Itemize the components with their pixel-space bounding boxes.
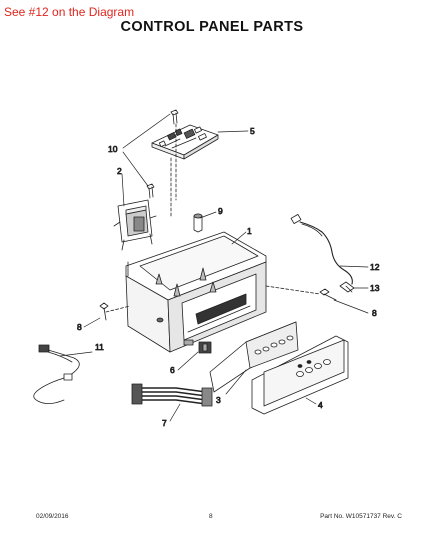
wire-harness-part xyxy=(131,383,213,407)
screw-part-left xyxy=(146,183,155,199)
callout-4: 4 xyxy=(318,400,323,410)
callout-5: 5 xyxy=(250,126,255,136)
diagram-reference-note: See #12 on the Diagram xyxy=(4,5,135,19)
control-board-part xyxy=(151,124,219,160)
sensor-wire-part xyxy=(33,344,80,404)
leader-lines xyxy=(59,113,369,422)
screw-part-right xyxy=(319,288,337,301)
callout-8-right: 8 xyxy=(372,308,377,318)
cord-part xyxy=(290,214,353,285)
callout-1: 1 xyxy=(247,226,252,236)
callout-10: 10 xyxy=(108,144,118,154)
switch-part xyxy=(198,341,212,354)
callout-9: 9 xyxy=(218,206,223,216)
callout-2: 2 xyxy=(117,166,122,176)
callout-7: 7 xyxy=(162,418,167,428)
callout-12: 12 xyxy=(370,262,380,272)
footer-page-number: 8 xyxy=(209,513,213,520)
control-housing-part xyxy=(125,231,267,353)
callout-8-left: 8 xyxy=(77,322,82,332)
callout-11: 11 xyxy=(95,342,104,352)
screw-part-lower-left xyxy=(99,302,109,321)
page-title: CONTROL PANEL PARTS xyxy=(120,19,304,35)
callout-6: 6 xyxy=(170,365,175,375)
button-support-part xyxy=(209,321,299,393)
overlay-panel-part xyxy=(251,335,349,415)
bracket-part xyxy=(113,199,157,251)
footer-part-number: Part No. W10571737 Rev. C xyxy=(320,513,402,520)
callout-3: 3 xyxy=(216,395,221,405)
standoff-part xyxy=(193,213,203,233)
screw-part-top xyxy=(170,109,179,125)
footer-date: 02/09/2016 xyxy=(36,513,69,520)
callout-13: 13 xyxy=(370,283,380,293)
